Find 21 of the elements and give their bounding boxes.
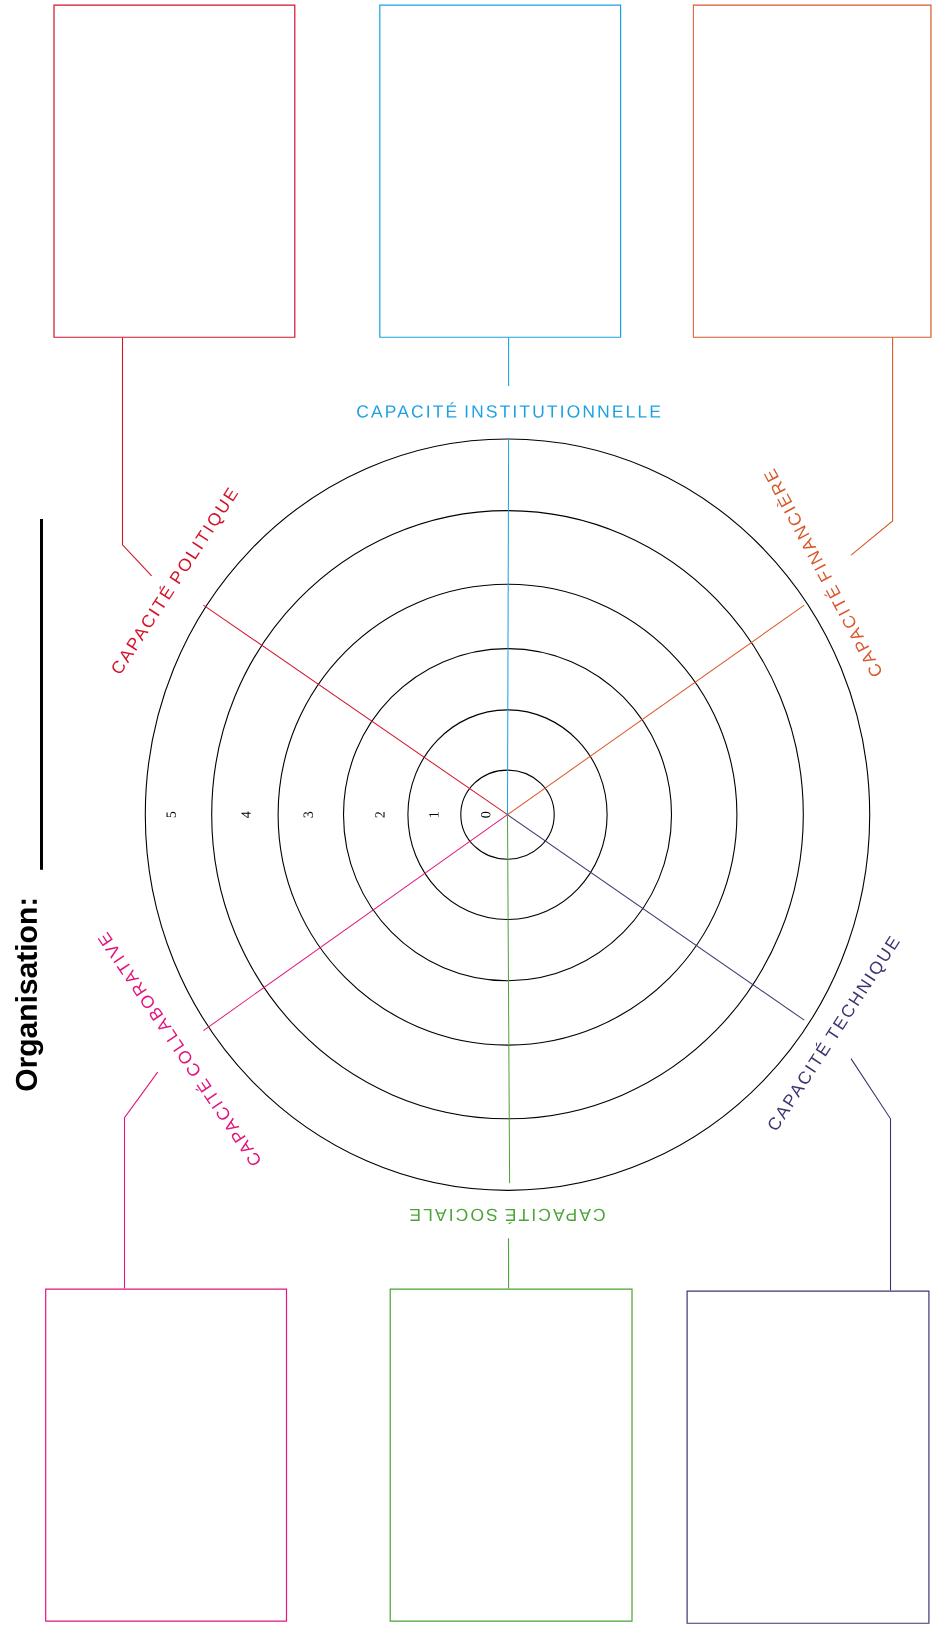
axis-label: CAPACITÉ INSTITUTIONNELLE — [357, 402, 661, 418]
leader-line — [507, 1237, 510, 1289]
ring-number: 3 — [303, 811, 313, 818]
ring-number: 2 — [375, 811, 385, 818]
leader-line — [508, 337, 510, 387]
answer-box — [686, 1290, 930, 1624]
leader-line — [123, 1071, 159, 1289]
ring-number: 0 — [481, 811, 491, 818]
ring-number: 4 — [241, 811, 251, 818]
organisation-label: Organisation: — [15, 899, 44, 1091]
leader-line — [850, 1058, 892, 1292]
answer-box — [45, 1288, 288, 1622]
answer-box — [692, 4, 932, 338]
axis-label: CAPACITÉ SOCIALE — [410, 1208, 605, 1225]
answer-box — [379, 4, 622, 338]
ring-number: 1 — [429, 812, 439, 817]
ring-number: 5 — [166, 811, 176, 818]
answer-box — [53, 4, 296, 338]
leader-line — [121, 337, 153, 577]
leader-line — [850, 337, 894, 556]
answer-box — [389, 1288, 633, 1622]
